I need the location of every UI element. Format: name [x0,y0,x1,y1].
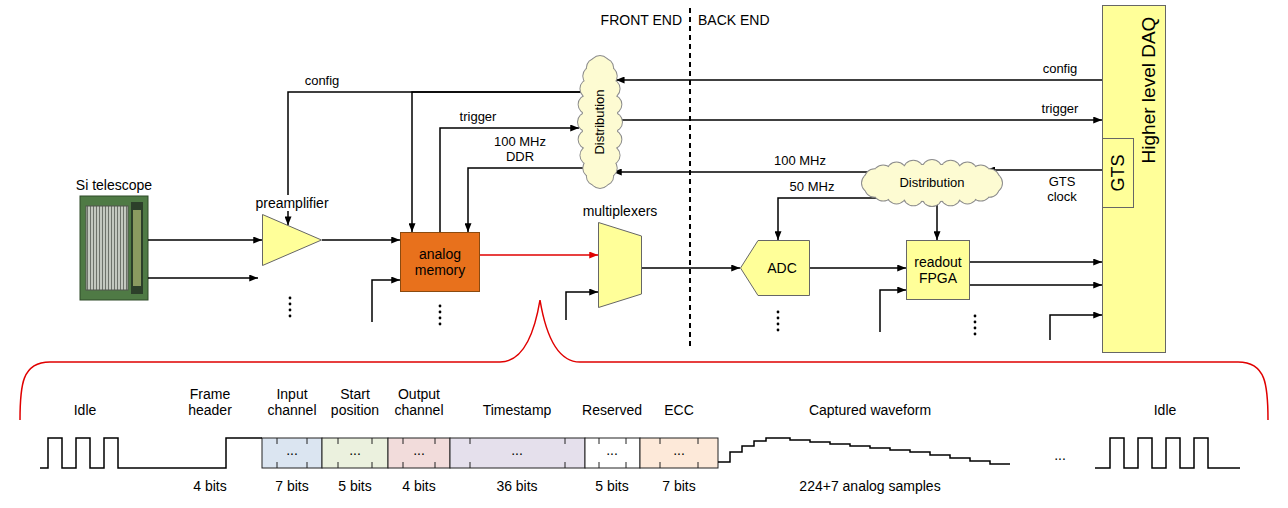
frame-waveform [40,438,1240,468]
frame-field-label: Idle [1154,402,1177,418]
cloud-label: Distribution [899,176,964,191]
component-label: ADC [767,260,797,276]
adc-symbol: ADC [740,240,810,296]
ellipsis: ... [673,442,685,458]
frame-field-label: Output channel [389,386,449,418]
multiplexer-symbol: multiplexers [598,222,642,308]
distribution-cloud: Distribution [862,160,1002,206]
fpga-box: readout FPGA [906,240,970,300]
signal-line [936,205,938,240]
bit-count: 5 bits [595,478,628,494]
frame-field-label: Timestamp [483,402,552,418]
system-label: Higher level DAQ [1138,17,1160,164]
frame-field-label: Input channel [263,386,321,418]
section-heading: FRONT END [601,12,682,28]
signal-line [468,168,585,232]
ellipsis: ... [413,442,425,458]
continuation-dots [289,297,977,336]
signal-line [148,239,262,241]
frame-field-label: Frame header [180,386,240,418]
component-label: readout FPGA [910,254,966,286]
tri-outline [262,214,322,266]
signal-line [621,119,1102,121]
ellipsis: ... [606,442,618,458]
signal-line [810,267,906,269]
signal-name: trigger [1040,102,1081,117]
frame-field-label: ECC [664,402,694,418]
ellipsis: ... [286,442,298,458]
detector-image: Si telescope [80,196,148,300]
signal-name: config [1041,62,1080,77]
frame-field-label: Captured waveform [809,402,931,418]
frame-fields [262,438,718,468]
signal-name: 50 MHz [788,180,837,195]
bit-count: 224+7 analog samples [799,478,940,494]
component-label: multiplexers [581,203,660,219]
zoom-bracket [20,300,1268,420]
signal-line [970,261,1102,263]
trap-outline [598,222,642,308]
component-label: preamplifier [253,195,330,211]
signal-line [986,169,1102,171]
bit-count: 4 bits [193,478,226,494]
cloud-label: Distribution [593,89,608,154]
signal-line [288,92,581,225]
signal-line [412,92,581,232]
bit-count: 7 bits [662,478,695,494]
si-telescope-photo [80,196,148,300]
frame-signal-line [480,254,598,256]
system-label: GTS [1108,154,1129,191]
daq-box: Higher level DAQ GTS [1102,5,1166,353]
signal-name: 100 MHz [772,154,828,169]
distribution-cloud: Distribution [578,56,622,188]
signal-line [440,128,579,232]
component-label: analog memory [404,246,476,278]
memory-box: analog memory [400,232,480,292]
signal-line [778,198,883,240]
detector-label: Si telescope [74,177,154,193]
signal-line [322,239,400,241]
section-heading: BACK END [698,12,770,28]
bit-count: 5 bits [338,478,371,494]
frame-field-label: Idle [74,402,97,418]
front-back-divider [689,8,691,350]
ellipsis: ... [349,442,361,458]
ellipsis: ... [1054,447,1066,463]
signal-line [616,79,1102,81]
signal-line [642,267,740,269]
bit-count: 7 bits [275,478,308,494]
signal-name: trigger [458,110,499,125]
preamplifier-symbol: preamplifier [262,214,322,266]
bit-count: 36 bits [496,478,537,494]
bit-count: 4 bits [402,478,435,494]
gts-box: GTS [1102,138,1134,208]
frame-field-label: Start position [324,386,386,418]
signal-name: 100 MHz DDR [489,135,551,165]
signal-name: config [303,74,342,89]
ellipsis: ... [511,442,523,458]
signal-line [613,171,874,173]
signal-name: GTS clock [1038,175,1086,205]
frame-field-label: Reserved [582,402,642,418]
